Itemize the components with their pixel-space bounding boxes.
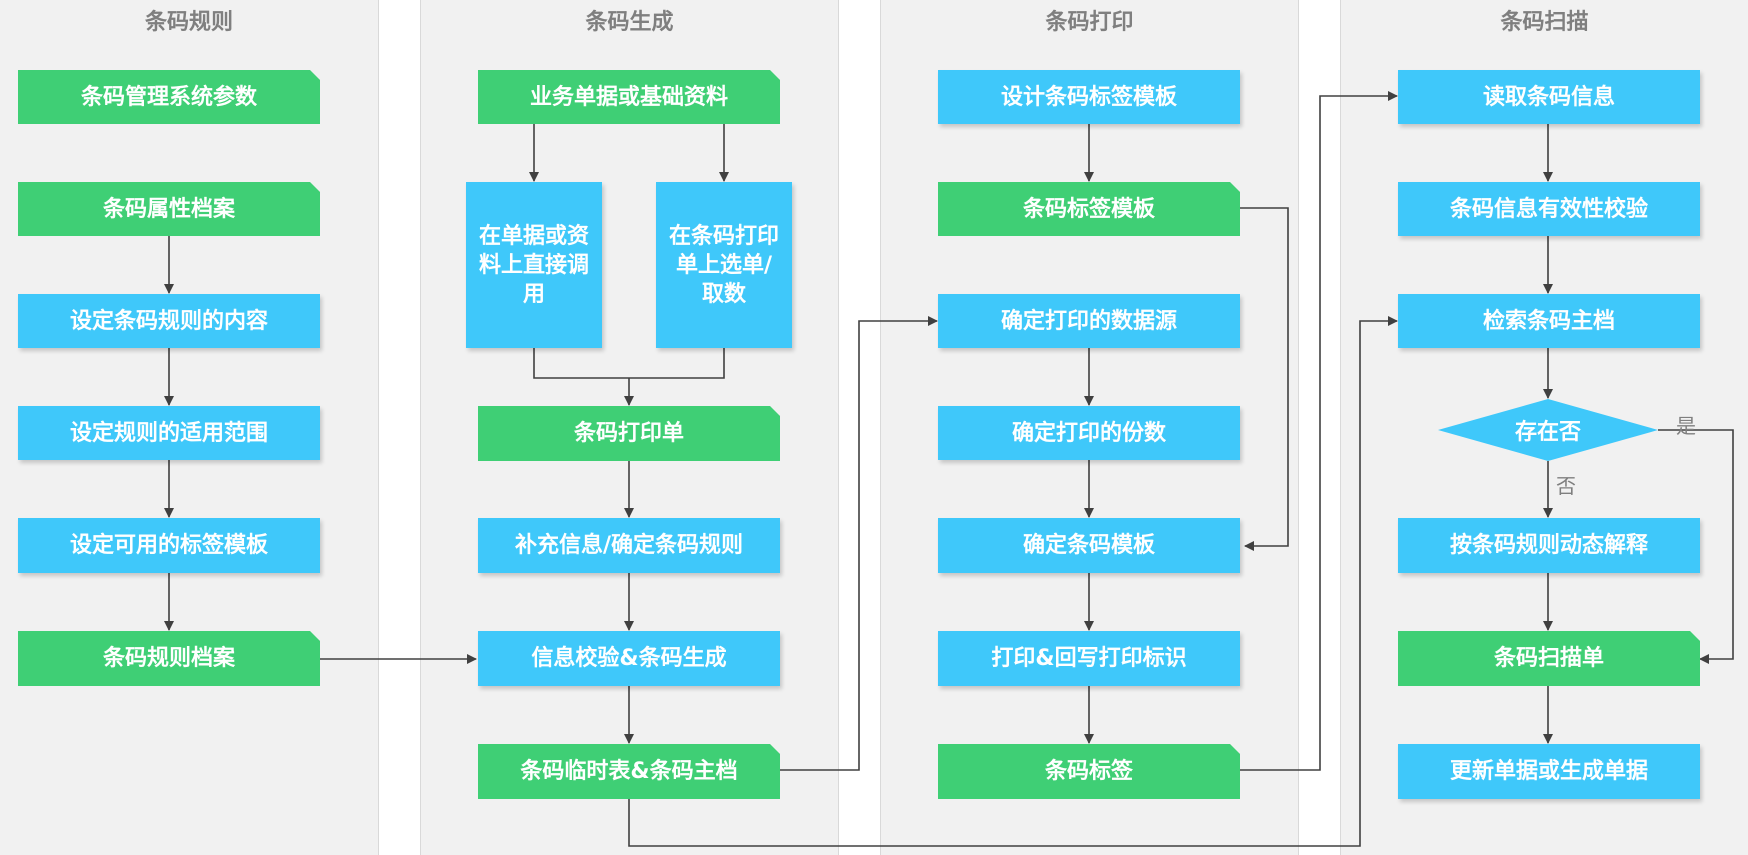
step-label: 条码管理系统参数 (80, 84, 257, 110)
step-rule-scope: 设定规则的适用范围 (18, 406, 320, 460)
step-label: 设定规则的适用范围 (69, 420, 268, 446)
step-verify-generate: 信息校验&条码生成 (478, 631, 780, 686)
branch-yes-label: 是 (1676, 414, 1696, 438)
step-attribute-archive: 条码属性档案 (18, 182, 320, 236)
step-design-template: 设计条码标签模板 (938, 70, 1240, 124)
step-label: 设计条码标签模板 (1000, 84, 1177, 110)
step-print-writeback: 打印&回写打印标识 (938, 631, 1240, 686)
step-label: 确定打印的数据源 (1000, 308, 1177, 334)
step-label: 打印&回写打印标识 (991, 646, 1187, 671)
step-label: 条码规则档案 (102, 646, 235, 671)
step-print-copies: 确定打印的份数 (938, 406, 1240, 460)
step-barcode-template: 确定条码模板 (938, 518, 1240, 573)
step-label: 读取条码信息 (1482, 84, 1615, 110)
step-search-master: 检索条码主档 (1398, 294, 1700, 348)
lane-title-printing: 条码打印 (1045, 10, 1134, 35)
step-validate-barcode: 条码信息有效性校验 (1398, 182, 1700, 236)
step-label: 业务单据或基础资料 (529, 84, 728, 110)
step-supplement-info: 补充信息/确定条码规则 (478, 518, 780, 573)
step-scan-order: 条码扫描单 (1398, 631, 1700, 686)
step-dynamic-parse: 按条码规则动态解释 (1398, 518, 1700, 573)
step-label: 条码属性档案 (102, 196, 235, 222)
step-label: 设定可用的标签模板 (69, 533, 268, 558)
step-label: 确定条码模板 (1022, 533, 1155, 558)
step-select-fetch: 在条码打印单上选单/取数 (656, 182, 792, 348)
step-direct-call: 在单据或资料上直接调用 (466, 182, 602, 348)
step-label: 检索条码主档 (1482, 308, 1615, 334)
step-label-template: 设定可用的标签模板 (18, 518, 320, 573)
step-label: 条码信息有效性校验 (1449, 196, 1648, 222)
step-label: 条码标签模板 (1022, 196, 1155, 222)
step-label: 条码扫描单 (1493, 646, 1604, 671)
decision-label: 存在否 (1514, 420, 1581, 445)
step-temp-master: 条码临时表&条码主档 (478, 744, 780, 799)
step-source-documents: 业务单据或基础资料 (478, 70, 780, 124)
step-label: 条码打印单 (573, 421, 684, 446)
step-label: 在单据或资料上直接调用 (478, 223, 589, 307)
step-data-source: 确定打印的数据源 (938, 294, 1240, 348)
branch-no-label: 否 (1556, 474, 1576, 498)
step-label: 更新单据或生成单据 (1449, 759, 1648, 784)
step-label: 条码标签 (1044, 759, 1133, 784)
step-system-parameters: 条码管理系统参数 (18, 70, 320, 124)
lane-title-generation: 条码生成 (585, 10, 674, 35)
step-label: 条码临时表&条码主档 (520, 759, 738, 784)
step-label: 确定打印的份数 (1011, 420, 1166, 446)
step-label: 在条码打印单上选单/取数 (668, 223, 779, 307)
step-update-documents: 更新单据或生成单据 (1398, 744, 1700, 799)
step-label: 按条码规则动态解释 (1449, 533, 1648, 558)
step-print-order: 条码打印单 (478, 406, 780, 461)
step-barcode-label: 条码标签 (938, 744, 1240, 799)
step-label: 补充信息/确定条码规则 (514, 533, 744, 558)
lane-title-scanning: 条码扫描 (1500, 10, 1589, 35)
step-read-barcode: 读取条码信息 (1398, 70, 1700, 124)
step-label: 设定条码规则的内容 (69, 308, 268, 334)
lane-title-rules: 条码规则 (144, 10, 233, 35)
step-label: 信息校验&条码生成 (531, 646, 727, 671)
step-rule-content: 设定条码规则的内容 (18, 294, 320, 348)
step-rule-archive: 条码规则档案 (18, 631, 320, 686)
step-label-template-print: 条码标签模板 (938, 182, 1240, 236)
